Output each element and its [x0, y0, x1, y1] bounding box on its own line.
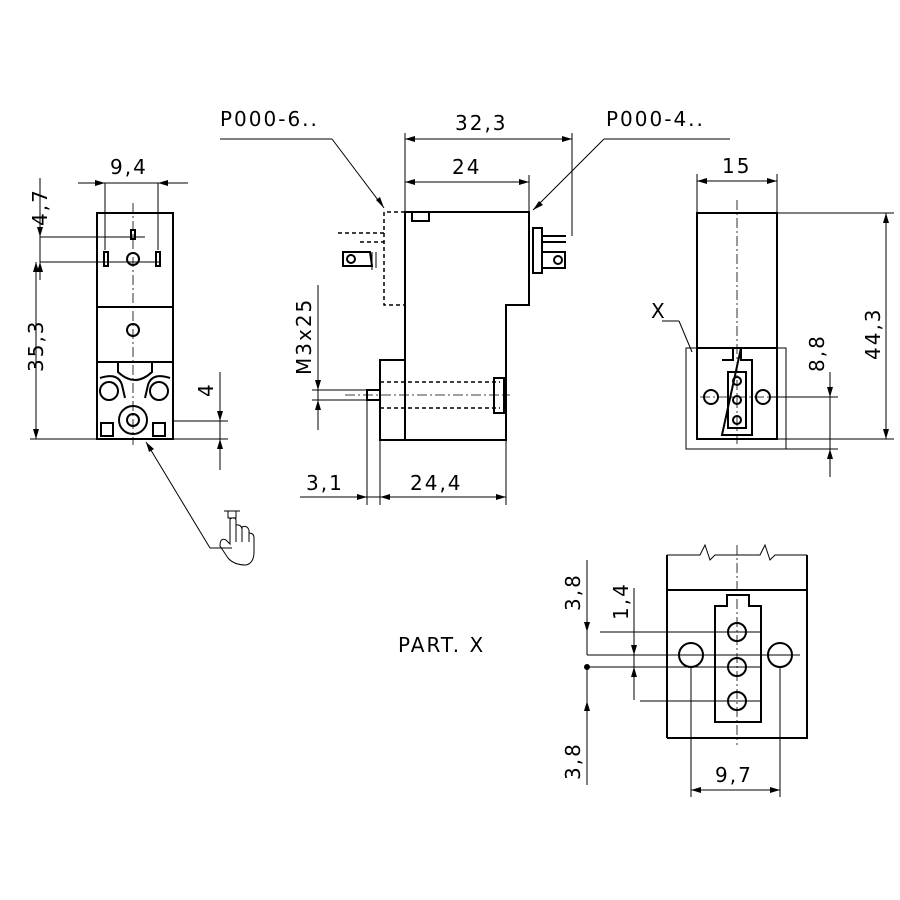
- dim-rear-height: 44,3: [861, 307, 885, 360]
- dim-side-overall: 32,3: [455, 111, 508, 135]
- dim-front-top-offset: 4,7: [28, 188, 52, 226]
- part-ref-right: P000-4..: [606, 107, 705, 131]
- dim-rear-port: 8,8: [805, 334, 829, 372]
- dim-detail-bottom: 3,8: [561, 742, 585, 780]
- dim-side-stub: 3,1: [306, 471, 344, 495]
- part-ref-left: P000-6..: [220, 107, 319, 131]
- dim-detail-pitch: 1,4: [609, 582, 633, 620]
- side-view: P000-6.. P000-4.. 32,3 24 M3x25 3,1: [220, 107, 730, 505]
- dim-detail-top: 3,8: [561, 573, 585, 611]
- front-view: 9,4 4,7 35,3 4: [24, 155, 232, 549]
- manual-override-hand-icon: [219, 510, 255, 566]
- detail-marker: X: [651, 299, 667, 323]
- dim-front-port: 4: [194, 382, 218, 397]
- rear-view: X 15 44,3 8,8: [651, 154, 894, 477]
- thread-label: M3x25: [292, 298, 316, 375]
- dim-front-height: 35,3: [24, 319, 48, 372]
- detail-x: PART. X 3,8 1,4 3,8 9,7: [398, 543, 808, 797]
- dim-rear-width: 15: [722, 154, 751, 178]
- dim-side-body: 24: [452, 155, 481, 179]
- dim-side-base: 24,4: [410, 471, 463, 495]
- dim-front-width: 9,4: [110, 155, 148, 179]
- dim-detail-width: 9,7: [715, 763, 753, 787]
- detail-title: PART. X: [398, 633, 485, 657]
